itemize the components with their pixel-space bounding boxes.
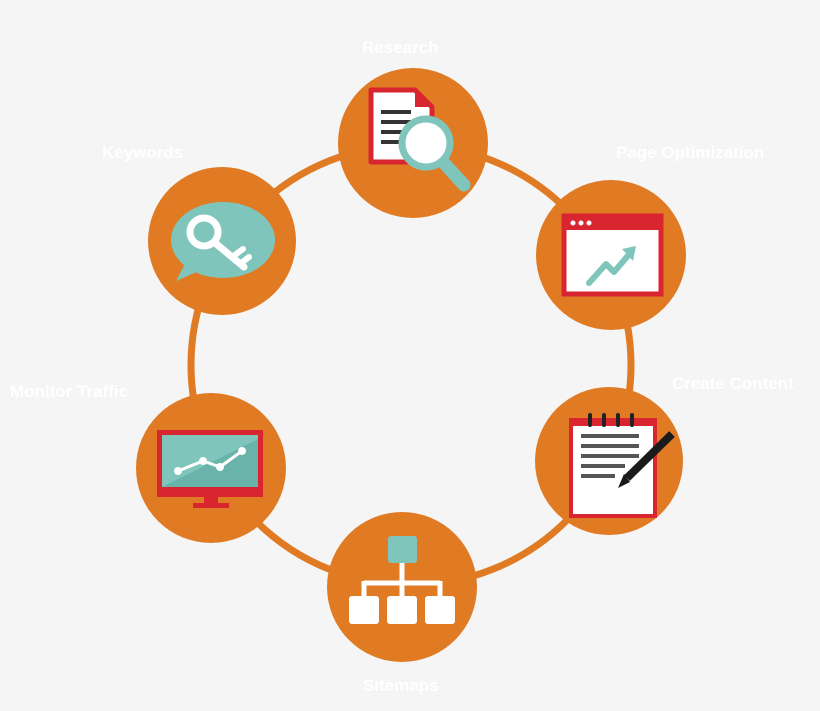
monitor-chart-icon xyxy=(157,430,263,508)
label-research: Research xyxy=(362,38,439,57)
label-create-content: Create Content xyxy=(672,374,794,393)
node-page-optimization xyxy=(536,180,686,330)
label-sitemaps: Sitemaps xyxy=(363,676,439,695)
sitemap-hierarchy-icon xyxy=(349,536,455,624)
notepad-pen-icon xyxy=(569,413,675,518)
key-speech-bubble-icon xyxy=(171,202,275,281)
label-page-optimization: Page Optimization xyxy=(616,143,765,162)
node-sitemaps xyxy=(327,512,477,662)
document-magnifier-icon xyxy=(368,87,471,192)
node-create-content xyxy=(535,387,683,535)
label-keywords: Keywords xyxy=(102,143,184,162)
node-research xyxy=(338,68,488,218)
label-monitor-traffic: Monitor Traffic xyxy=(10,382,129,401)
browser-trend-icon xyxy=(561,213,664,297)
node-keywords xyxy=(148,167,296,315)
node-monitor-traffic xyxy=(136,393,286,543)
